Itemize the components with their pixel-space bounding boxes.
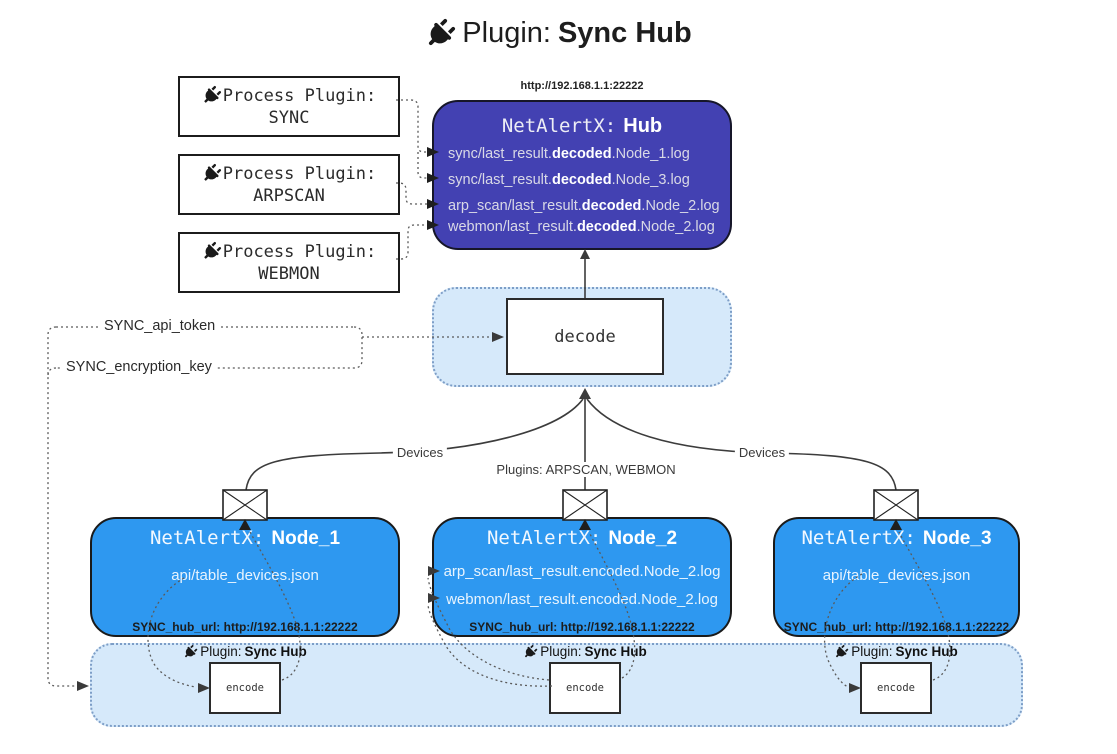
log-post: .Node_2.log bbox=[641, 198, 720, 214]
sync-api-token-label: SYNC_api_token bbox=[100, 318, 220, 334]
band-label-pre: Plugin: bbox=[851, 644, 893, 659]
process-plugin-label: Process Plugin: bbox=[222, 241, 377, 262]
process-plugin-label-row: Process Plugin: bbox=[202, 241, 377, 263]
log-post: .Node_1.log bbox=[611, 146, 690, 162]
node-title-mono: NetAlertX: bbox=[486, 527, 602, 549]
band-label-bold: Sync Hub bbox=[895, 644, 958, 659]
band-plugin-label: Plugin:Sync Hub bbox=[834, 644, 958, 659]
node2-box: NetAlertX: Node_2 arp_scan/last_result.en… bbox=[432, 517, 732, 637]
node1-hub-url: SYNC_hub_url: http://192.168.1.1:22222 bbox=[132, 620, 358, 634]
log-pre: webmon/last_result. bbox=[448, 219, 577, 235]
page-title-text: Plugin: bbox=[462, 17, 551, 49]
node3-box: NetAlertX:Node_3 api/table_devices.json … bbox=[773, 517, 1020, 637]
encode-label: encode bbox=[566, 682, 604, 694]
band-plugin-label: Plugin:Sync Hub bbox=[523, 644, 647, 659]
decode-label: decode bbox=[554, 326, 616, 347]
envelope-icon bbox=[873, 489, 919, 521]
log-bold: decoded bbox=[576, 219, 637, 235]
node1-title: NetAlertX: Node_1 bbox=[92, 527, 398, 550]
hub-log-line: sync/last_result.decoded.Node_3.log bbox=[448, 172, 690, 189]
node3-file-line: api/table_devices.json bbox=[822, 567, 971, 584]
node2-hub-url: SYNC_hub_url: http://192.168.1.1:22222 bbox=[469, 620, 695, 634]
log-pre: sync/last_result. bbox=[448, 172, 552, 188]
log-post: .Node_2.log bbox=[636, 219, 715, 235]
log-post: .Node_3.log bbox=[611, 172, 690, 188]
node-title-bold: Node_2 bbox=[608, 528, 678, 549]
node2-file-line: webmon/last_result.encoded.Node_2.log bbox=[446, 591, 718, 608]
plug-icon bbox=[180, 642, 200, 662]
hub-log-line: sync/last_result.decoded.Node_1.log bbox=[448, 146, 690, 163]
edge-label-plugins: Plugins: ARPSCAN, WEBMON bbox=[492, 462, 680, 477]
process-plugin-label: Process Plugin: bbox=[222, 163, 377, 184]
hub-url-label: http://192.168.1.1:22222 bbox=[520, 80, 644, 92]
process-plugin-label: Process Plugin: bbox=[222, 85, 377, 106]
sync-encryption-key-label: SYNC_encryption_key bbox=[62, 359, 216, 375]
log-bold: decoded bbox=[581, 198, 642, 214]
page-title: Plugin: Sync Hub bbox=[0, 17, 1117, 50]
band-plugin-label: Plugin:Sync Hub bbox=[183, 644, 307, 659]
band-label-pre: Plugin: bbox=[200, 644, 242, 659]
band-label-bold: Sync Hub bbox=[584, 644, 647, 659]
process-plugin-label-row: Process Plugin: bbox=[202, 163, 377, 185]
envelope-icon bbox=[562, 489, 608, 521]
node-title-bold: Node_3 bbox=[922, 528, 992, 549]
node-title-mono: NetAlertX: bbox=[149, 527, 265, 549]
band-label-pre: Plugin: bbox=[540, 644, 582, 659]
hub-box: NetAlertX:Hub sync/last_result.decoded.N… bbox=[432, 100, 732, 250]
process-plugin-label-row: Process Plugin: bbox=[202, 85, 377, 107]
process-plugin-name: SYNC bbox=[268, 107, 310, 128]
plug-icon bbox=[198, 82, 225, 109]
node2-file-line: arp_scan/last_result.encoded.Node_2.log bbox=[443, 563, 721, 580]
process-plugin-box-arpscan: Process Plugin: ARPSCAN bbox=[178, 154, 400, 215]
log-bold: decoded bbox=[551, 172, 612, 188]
envelope-icon bbox=[222, 489, 268, 521]
plug-icon bbox=[520, 642, 540, 662]
encode-box-node3: encode bbox=[860, 662, 932, 714]
edge-label-devices-right: Devices bbox=[734, 445, 790, 460]
band-label-bold: Sync Hub bbox=[244, 644, 307, 659]
log-pre: arp_scan/last_result. bbox=[448, 198, 582, 214]
node-title-bold: Node_1 bbox=[271, 528, 341, 549]
edge-label-devices-left: Devices bbox=[392, 445, 448, 460]
log-bold: decoded bbox=[551, 146, 612, 162]
process-plugin-box-sync: Process Plugin: SYNC bbox=[178, 76, 400, 137]
plug-icon bbox=[198, 238, 225, 265]
encode-box-node1: encode bbox=[209, 662, 281, 714]
hub-log-line: arp_scan/last_result.decoded.Node_2.log bbox=[448, 198, 720, 215]
decode-box: decode bbox=[506, 298, 664, 375]
log-pre: sync/last_result. bbox=[448, 146, 552, 162]
node3-title: NetAlertX: Node_3 bbox=[775, 527, 1018, 550]
encode-box-node2: encode bbox=[549, 662, 621, 714]
node1-file-line: api/table_devices.json bbox=[171, 567, 319, 584]
plug-icon bbox=[419, 12, 461, 54]
hub-log-line: webmon/last_result.decoded.Node_2.log bbox=[448, 219, 715, 236]
hub-title-mono: NetAlertX: bbox=[501, 115, 617, 137]
process-plugin-name: ARPSCAN bbox=[253, 185, 325, 206]
encode-label: encode bbox=[226, 682, 264, 694]
plug-icon bbox=[198, 160, 225, 187]
node1-box: NetAlertX:Node_1 api/table_devices.json … bbox=[90, 517, 400, 637]
plug-icon bbox=[831, 642, 851, 662]
hub-title: NetAlertX: Hub bbox=[434, 115, 730, 138]
hub-title-bold: Hub bbox=[623, 115, 663, 137]
encode-label: encode bbox=[877, 682, 915, 694]
node2-title: NetAlertX: Node_2 bbox=[434, 527, 730, 550]
process-plugin-box-webmon: Process Plugin: WEBMON bbox=[178, 232, 400, 293]
page-title-bold: Sync Hub bbox=[557, 17, 692, 49]
node3-hub-url: SYNC_hub_url: http://192.168.1.1:22222 bbox=[783, 620, 1010, 634]
process-plugin-name: WEBMON bbox=[258, 263, 320, 284]
node-title-mono: NetAlertX: bbox=[801, 527, 916, 549]
